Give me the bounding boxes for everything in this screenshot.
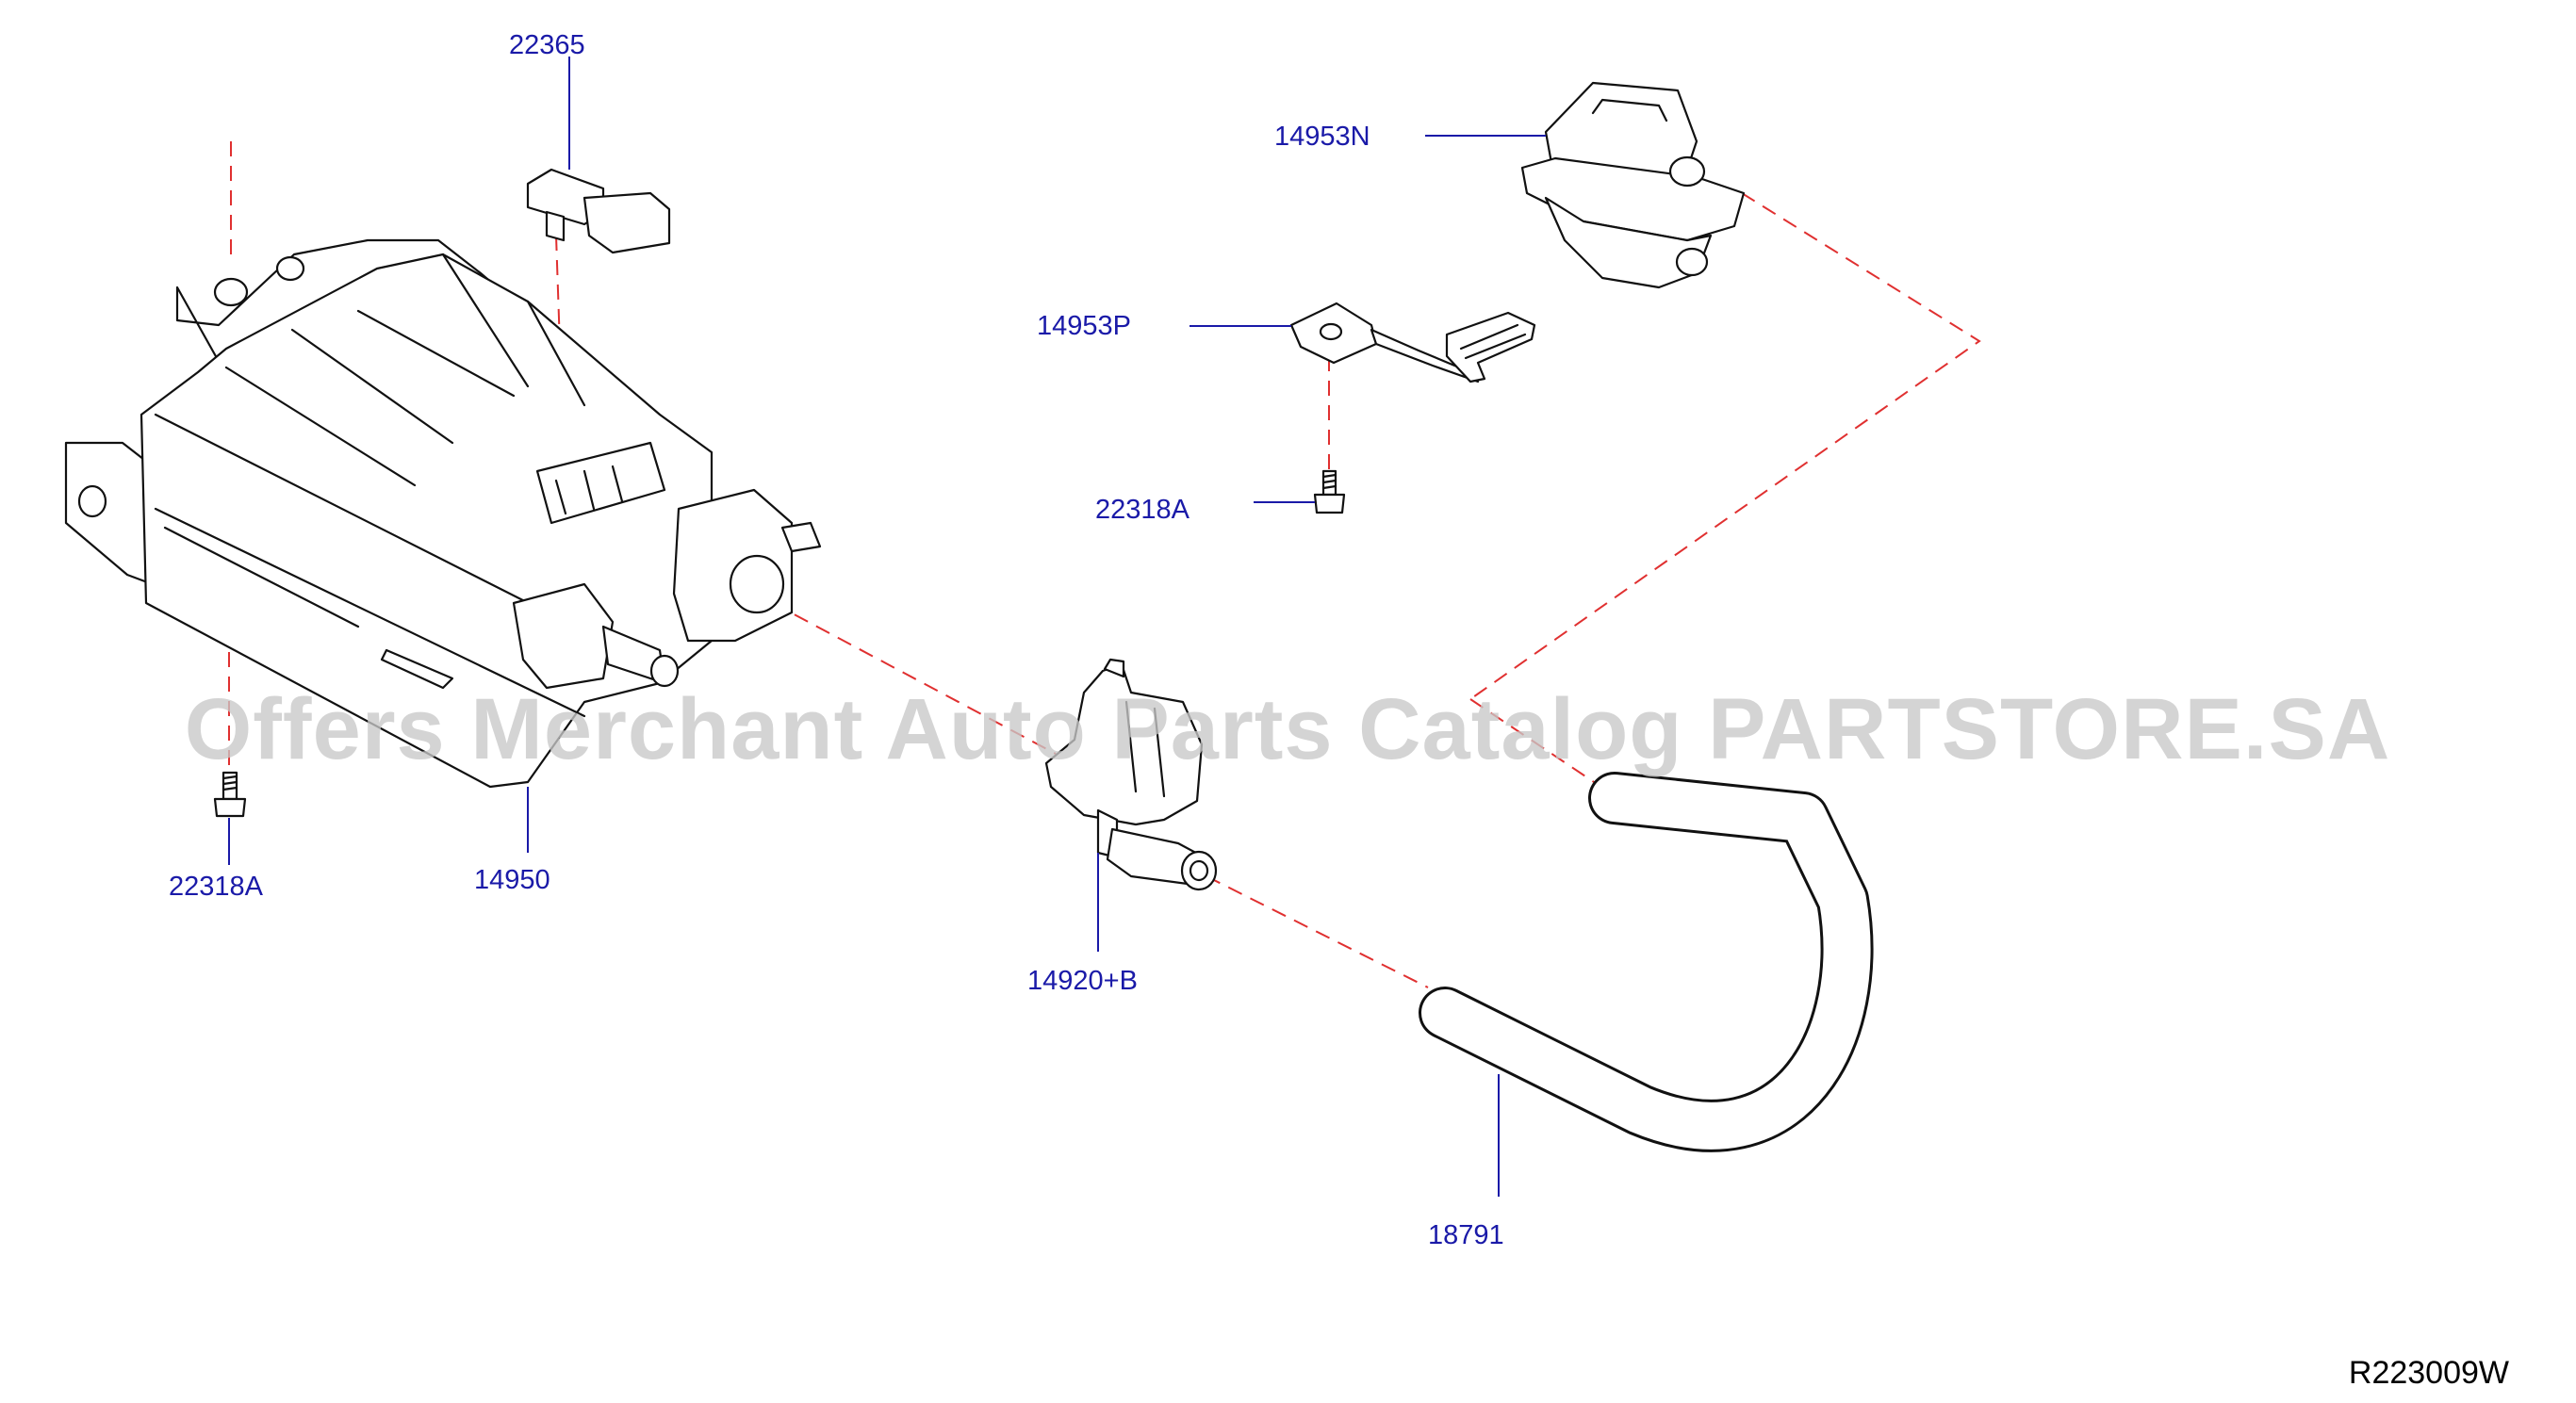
canister-side-hole [77,484,107,518]
sensor-stem [545,210,566,242]
guide-filter-hose [1469,192,1981,700]
callout-14920B[interactable]: 14920+B [1027,966,1138,996]
bolt-head [1313,493,1346,514]
canister-mount-hole [213,277,249,307]
guide-hose-end [1469,698,1603,789]
valve-ribs [1124,700,1166,798]
canister-rib [224,366,417,487]
canister-mount-hole [275,255,305,282]
guide-lines [228,141,1981,988]
canister-rib [290,328,454,445]
bracket-hole [1319,322,1343,341]
connector-ribs [554,465,624,515]
bolt-22318A-left [213,771,247,818]
canister-rib [163,526,360,628]
callout-22365[interactable]: 22365 [509,30,585,60]
canister-rib [441,253,530,388]
canister-edge [154,507,586,718]
filter-14953N [1520,81,1746,289]
filter-port-top [1668,155,1706,188]
callout-22318A-left[interactable]: 22318A [169,872,264,902]
valve-outlet-bore [1189,859,1209,882]
bracket-clip-detail [1459,323,1527,360]
drawing-reference: R223009W [2349,1355,2509,1391]
leader-lines [228,57,1546,1197]
valve-14920B [1044,658,1218,891]
sensor-22365 [526,168,671,254]
bracket-arm [1370,328,1480,383]
filter-cap-detail [1591,98,1668,122]
bolt-head [213,797,247,818]
bolt-thread [222,775,238,791]
canister-bracket [512,582,615,690]
callout-labels: 22365 14953N 14953P 22318A 22318A 14950 … [169,30,1504,1250]
callout-18791[interactable]: 18791 [1428,1220,1504,1250]
guide-valve-hose [1206,875,1429,988]
canister-connector [535,441,666,525]
bracket-14953P [1289,302,1536,383]
watermark-text: Offers Merchant Auto Parts Catalog PARTS… [185,681,2391,777]
callout-22318A-right[interactable]: 22318A [1095,495,1190,525]
callout-14950[interactable]: 14950 [474,865,550,895]
canister-port-tab [780,521,822,553]
callout-14953N[interactable]: 14953N [1274,122,1370,152]
canister-rib [356,309,516,398]
sensor-connector [582,191,671,254]
bolt-thread [1321,473,1337,490]
canister-edge [154,413,586,633]
guide-canister-valve [772,602,1057,755]
filter-flange [1520,156,1746,242]
canister-port [729,554,785,614]
canister-14950 [64,238,822,789]
callout-14953P[interactable]: 14953P [1037,311,1131,341]
canister-slot [380,648,454,690]
filter-port-bottom [1675,247,1709,277]
canister-rib [526,300,586,407]
valve-top-nipple [1103,658,1125,678]
bolt-22318A-right [1313,469,1346,514]
canister-outlet [649,654,680,688]
hose-body [1421,775,1871,1150]
hose-18791 [1419,772,1874,1152]
